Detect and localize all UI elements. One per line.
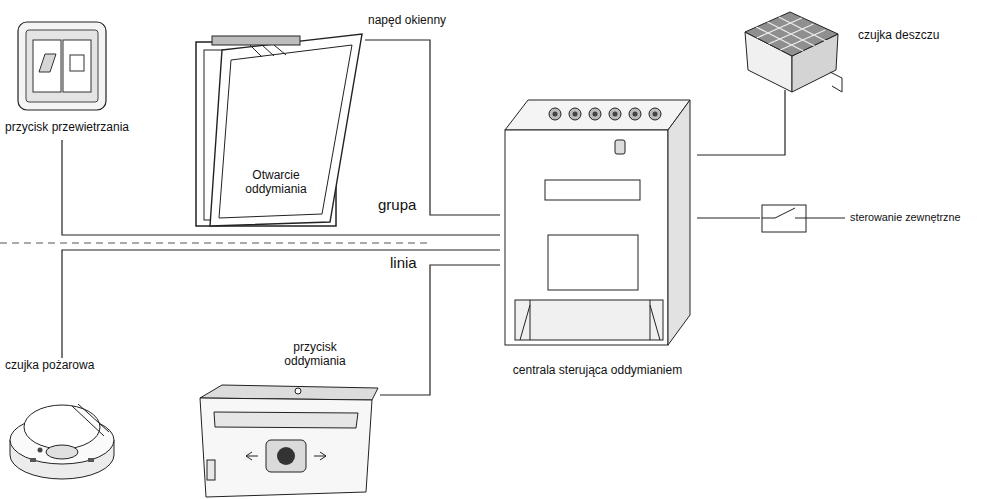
ventilation-button-icon-part <box>33 40 61 92</box>
device-label: czujka pożarowa <box>5 358 130 372</box>
fire-detector-icon-part <box>38 448 43 453</box>
wire-label-holder: napęd okienny <box>368 10 446 28</box>
control-unit-illustration-part <box>633 112 638 117</box>
smoke-button-icon-part <box>200 385 378 400</box>
window-illustration-part <box>212 36 300 45</box>
device-label: Otwarcie oddymiania <box>236 168 316 197</box>
rain-sensor-icon-part <box>830 72 842 92</box>
ventilation-button-icon-part <box>39 54 56 72</box>
rain-sensor-icon-part <box>756 17 826 51</box>
control-unit-illustration-part <box>609 108 621 120</box>
control-unit-illustration-part <box>589 108 601 120</box>
device-node: czujka deszczu <box>740 10 972 90</box>
control-unit-illustration-part <box>593 112 598 117</box>
control-unit-illustration-part <box>553 112 558 117</box>
device-label: czujka deszczu <box>858 28 970 42</box>
wire-connector <box>365 40 500 215</box>
smoke-button-icon-part <box>214 412 358 428</box>
smoke-button-icon-part <box>246 452 326 460</box>
switch-symbol-part <box>762 208 845 218</box>
device-node: czujka pożarowa <box>5 358 132 493</box>
smoke-button-icon-part <box>207 460 215 480</box>
line-label: grupa <box>378 196 416 214</box>
device-node: przycisk oddymiania <box>195 340 380 497</box>
ventilation-button-icon-part <box>18 22 106 110</box>
control-unit-illustration-part <box>613 112 618 117</box>
line-label-holder: grupa <box>378 196 416 214</box>
control-unit-illustration-part <box>505 130 668 345</box>
device-label: centrala sterująca oddymianiem <box>500 363 695 377</box>
smoke-button-icon-part <box>295 388 301 394</box>
window-illustration-part <box>210 34 362 226</box>
control-unit-illustration-part <box>569 108 581 120</box>
control-unit-illustration <box>505 100 690 345</box>
device-node: sterowanie zewnętrzne <box>760 205 984 232</box>
control-unit-illustration-part <box>549 108 561 120</box>
rain-sensor-icon <box>745 12 842 92</box>
switch-symbol <box>762 205 845 232</box>
control-unit-illustration-part <box>515 300 663 340</box>
window-illustration-part <box>219 45 352 218</box>
wire-label: napęd okienny <box>368 13 446 27</box>
smoke-button-icon-part <box>200 398 372 497</box>
device-label: przycisk oddymiania <box>280 340 350 369</box>
separator-line <box>0 243 430 244</box>
control-unit-illustration-part <box>653 112 658 117</box>
ventilation-button-icon-part <box>63 40 91 92</box>
fire-detector-icon-part <box>46 445 78 459</box>
smoke-button-icon-part <box>266 440 306 472</box>
device-node: centrala sterująca oddymianiem <box>500 95 697 380</box>
control-unit-illustration-part <box>545 180 640 200</box>
control-unit-illustration-part <box>520 300 660 340</box>
fire-detector-icon-part <box>72 404 109 436</box>
wire-connector <box>62 140 500 235</box>
device-node: przycisk przewietrzania <box>5 18 187 140</box>
ventilation-button-icon-part <box>70 55 84 71</box>
control-unit-illustration-part <box>573 112 578 117</box>
fire-detector-icon-part <box>24 405 100 449</box>
device-label: sterowanie zewnętrzne <box>850 211 982 224</box>
ventilation-button-icon-part <box>26 30 98 102</box>
device-label: przycisk przewietrzania <box>5 120 185 134</box>
device-node: Otwarcie oddymiania <box>188 25 365 230</box>
rain-sensor-icon-part <box>745 12 838 56</box>
separator-line-part <box>0 243 430 244</box>
control-unit-illustration-part <box>649 108 661 120</box>
control-unit-illustration-part <box>668 100 690 345</box>
line-label: linia <box>390 254 417 272</box>
wire-connector <box>697 217 760 218</box>
smoke-button-icon <box>200 385 378 497</box>
smoke-button-icon-part <box>277 447 295 465</box>
wire-connector <box>62 250 500 358</box>
control-unit-illustration-part <box>615 140 625 154</box>
ventilation-button-icon <box>18 22 106 110</box>
fire-detector-icon-part <box>30 458 36 462</box>
fire-detector-icon-part <box>88 458 94 462</box>
window-illustration <box>196 34 362 226</box>
window-illustration-part <box>250 45 286 57</box>
control-unit-illustration-part <box>629 108 641 120</box>
wire-connector <box>380 265 500 395</box>
control-unit-illustration-part <box>505 100 690 130</box>
fire-detector-icon <box>10 404 114 479</box>
control-unit-illustration-part <box>548 235 638 290</box>
wire-connector <box>697 90 785 155</box>
line-label-holder: linia <box>390 254 417 272</box>
